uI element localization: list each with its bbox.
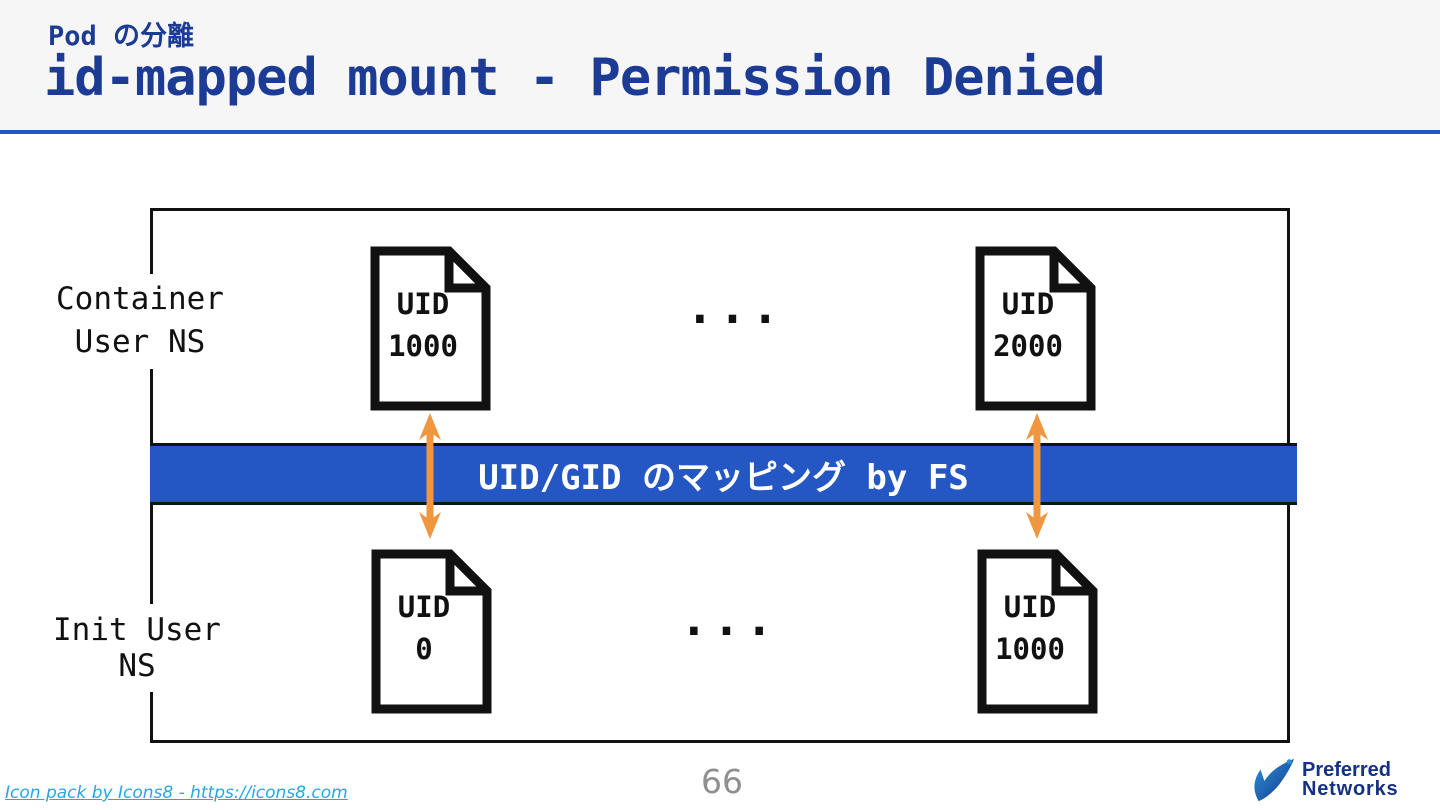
uid-gid-mapping-band: UID/GID のマッピング by FS [150,443,1297,505]
uid-gid-mapping-label: UID/GID のマッピング by FS [478,457,969,498]
file-icon-container-uid-2000: UID 2000 [970,245,1100,412]
file-uid-value: 0 [415,632,433,667]
logo-text-line2: Networks [1302,778,1399,800]
document-icon [371,549,492,714]
init-user-ns-label: Init User NS [28,604,246,692]
ellipsis-container-row: ... [685,280,785,334]
container-user-ns-label-line1: Container [56,281,224,317]
container-user-ns-label: Container User NS [34,274,246,369]
file-uid-label: UID [1001,287,1055,321]
file-icon-container-uid-1000: UID 1000 [365,245,495,412]
mapping-arrow-left-icon [419,413,441,539]
preferred-networks-logo-icon [1254,758,1295,802]
file-icon-init-uid-0: UID 0 [366,548,496,715]
page-number: 66 [701,762,743,801]
file-uid-label: UID [397,590,451,624]
file-uid-value: 2000 [993,329,1063,364]
container-user-ns-label-line2: User NS [74,324,206,361]
mapping-arrow-right-icon [1026,413,1048,539]
logo-text-line1: Preferred [1302,759,1391,781]
slide-header: Pod の分離 id-mapped mount - Permission Den… [0,0,1440,134]
file-icon-init-uid-1000: UID 1000 [972,548,1102,715]
document-icon [975,246,1096,411]
file-uid-label: UID [396,287,450,321]
preferred-networks-logo: Preferred Networks [1250,756,1398,804]
file-uid-value: 1000 [995,632,1065,667]
file-uid-label: UID [1003,590,1057,624]
document-icon [977,549,1098,714]
section-kicker: Pod の分離 [48,21,195,52]
icons8-credit-link[interactable]: Icon pack by Icons8 - https://icons8.com [5,783,348,803]
document-icon [370,246,491,411]
file-uid-value: 1000 [388,329,458,364]
ellipsis-init-row: ... [679,592,779,646]
page-title: id-mapped mount - Permission Denied [44,48,1106,108]
